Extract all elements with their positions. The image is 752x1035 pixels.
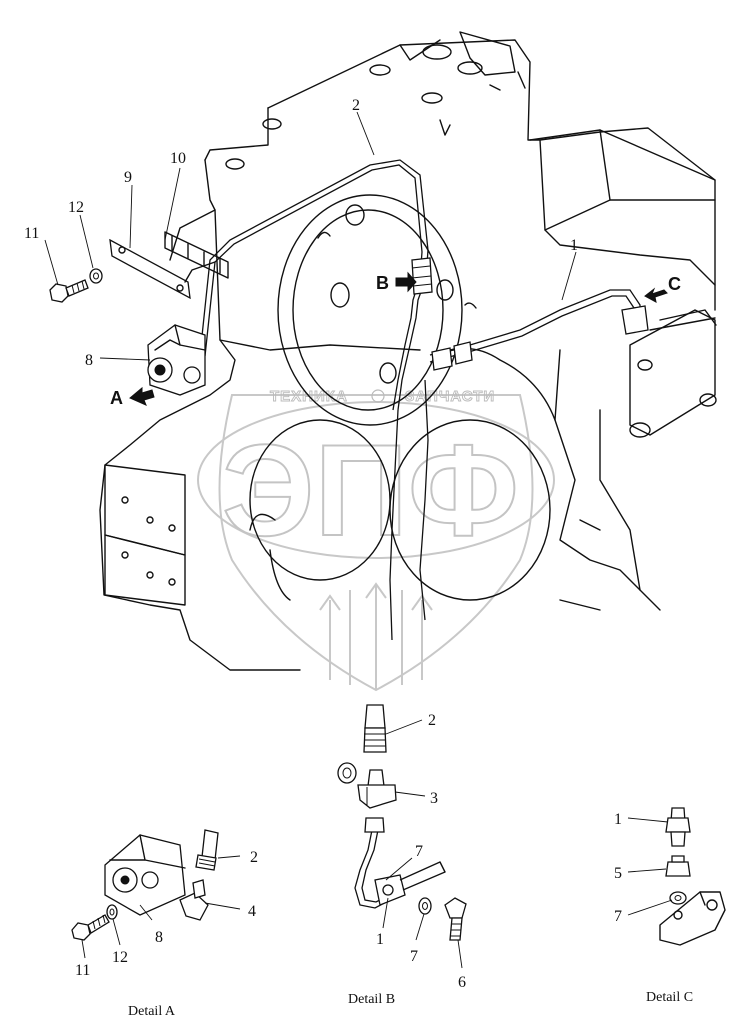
callouts-detail-b: 2 3 7 1 7 6 Detail B bbox=[348, 712, 466, 1007]
washer-12-main bbox=[89, 268, 103, 284]
callout-a-4: 4 bbox=[248, 903, 256, 920]
pipe-2-route bbox=[199, 159, 433, 411]
view-marker-c: C bbox=[668, 274, 681, 294]
view-marker-a: A bbox=[110, 388, 123, 408]
detail-b-caption: Detail B bbox=[348, 992, 395, 1007]
detail-c-drawing bbox=[659, 807, 726, 946]
pipe-1-route bbox=[429, 289, 649, 371]
leader-lines bbox=[44, 111, 673, 969]
callout-c-5: 5 bbox=[614, 865, 622, 882]
transmission-housing bbox=[99, 31, 716, 671]
callout-main-11: 11 bbox=[24, 225, 39, 242]
callout-b-6: 6 bbox=[458, 974, 466, 991]
callout-main-9: 9 bbox=[124, 169, 132, 186]
callout-a-12: 12 bbox=[112, 949, 128, 966]
pump-assembly-right bbox=[629, 309, 717, 438]
watermark-word-right: ЗАПЧАСТИ bbox=[405, 388, 495, 405]
callouts-main: 1 2 8 9 10 11 12 A B C bbox=[24, 97, 681, 408]
callout-main-2: 2 bbox=[352, 97, 360, 114]
detail-b-drawing bbox=[337, 704, 467, 941]
callout-a-2: 2 bbox=[250, 849, 258, 866]
callout-a-8: 8 bbox=[155, 929, 163, 946]
detail-c-caption: Detail C bbox=[646, 990, 693, 1005]
callout-main-12: 12 bbox=[68, 199, 84, 216]
arrow-b-icon bbox=[395, 271, 417, 293]
arrow-a-icon bbox=[129, 386, 155, 406]
watermark-wheat-icon bbox=[319, 582, 433, 690]
callout-a-11: 11 bbox=[75, 962, 90, 979]
callouts-detail-c: 1 5 7 Detail C bbox=[614, 811, 693, 1005]
callout-b-1: 1 bbox=[376, 931, 384, 948]
callouts-detail-a: 2 4 8 11 12 Detail A bbox=[75, 849, 258, 1019]
callout-main-10: 10 bbox=[170, 150, 186, 167]
valve-body-8-main bbox=[147, 324, 206, 396]
callout-main-8: 8 bbox=[85, 352, 93, 369]
callout-b-2: 2 bbox=[428, 712, 436, 729]
callout-b-7-bottom: 7 bbox=[410, 948, 418, 965]
view-arrows bbox=[129, 271, 668, 406]
detail-a-caption: Detail A bbox=[128, 1004, 176, 1019]
watermark-logo-letters: ЭПФ bbox=[222, 417, 519, 563]
lower-pipe bbox=[389, 409, 399, 641]
arrow-c-icon bbox=[644, 287, 668, 303]
bolt-11-main bbox=[49, 279, 89, 303]
callout-b-3: 3 bbox=[430, 790, 438, 807]
callout-c-1: 1 bbox=[614, 811, 622, 828]
callout-b-7-top: 7 bbox=[415, 843, 423, 860]
bracket-9 bbox=[109, 238, 216, 300]
watermark-gear-icon bbox=[371, 389, 385, 403]
view-marker-b: B bbox=[376, 273, 389, 293]
callout-c-7: 7 bbox=[614, 908, 622, 925]
callout-main-1: 1 bbox=[570, 237, 578, 254]
lower-pipe-2 bbox=[419, 379, 429, 621]
watermark: ТЕХНИКА ЗАПЧАСТИ ЭПФ bbox=[197, 388, 555, 692]
detail-a-drawing bbox=[71, 829, 219, 941]
watermark-word-left: ТЕХНИКА bbox=[270, 388, 348, 405]
